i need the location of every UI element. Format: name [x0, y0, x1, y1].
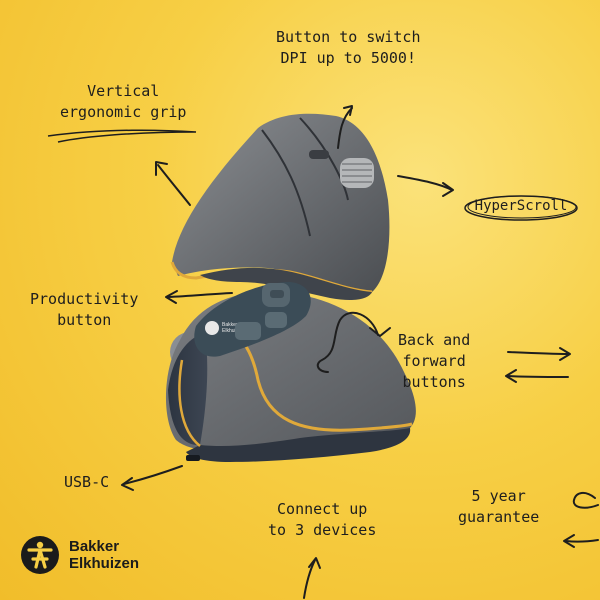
- callout-warranty: 5 year guarantee: [458, 487, 540, 526]
- arrow-dpi: [337, 107, 353, 149]
- callout-back-forward: Back and forward buttons: [398, 331, 471, 391]
- brand-logo: Bakker Elkhuizen: [20, 535, 139, 575]
- brand-name: Bakker Elkhuizen: [69, 538, 140, 572]
- svg-text:Elkhuizen: Elkhuizen: [222, 328, 244, 334]
- svg-text:Bakker: Bakker: [222, 322, 238, 328]
- arrow-usb: [123, 465, 183, 485]
- mouse-rear-view: Bakker Elkhuizen: [165, 282, 416, 462]
- arrow-back-forward: [316, 311, 379, 373]
- arrow-left: [507, 375, 569, 378]
- arrow-grip: [157, 164, 191, 206]
- loop-doodle: [572, 492, 599, 509]
- arrow-guarantee: [565, 539, 599, 543]
- arrow-productivity: [167, 292, 233, 298]
- arrow-connect: [303, 559, 316, 599]
- callout-connect-devices: Connect up to 3 devices: [268, 500, 377, 539]
- hyperscroll-oval: [464, 195, 578, 221]
- callout-usb-c: USB-C: [64, 473, 110, 491]
- callout-hyperscroll: HyperScroll: [462, 193, 580, 223]
- callout-vertical-grip: Vertical ergonomic grip: [60, 82, 187, 121]
- callout-dpi-button: Button to switch DPI up to 5000!: [276, 28, 421, 67]
- arrow-right: [507, 351, 569, 355]
- brand-mark-icon: [21, 536, 59, 574]
- arrow-hyperscroll: [397, 175, 453, 191]
- callout-productivity-button: Productivity button: [30, 290, 139, 329]
- grip-underline: [47, 129, 197, 143]
